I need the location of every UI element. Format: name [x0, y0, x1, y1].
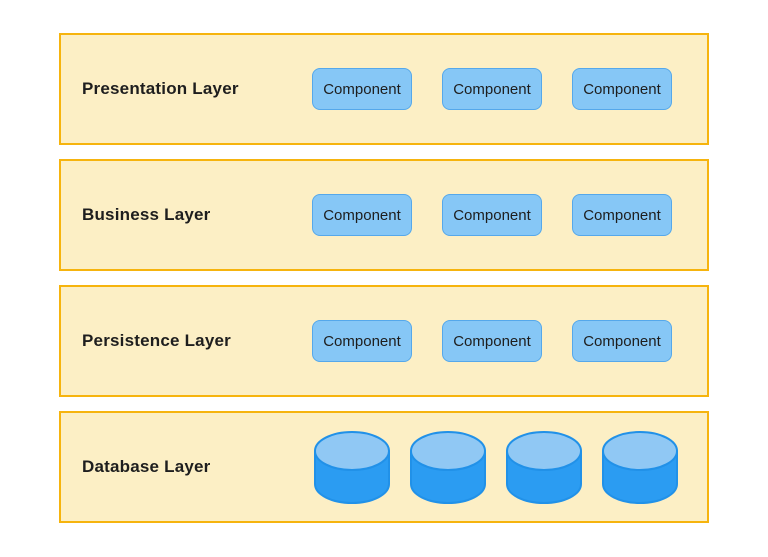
layer-business-components: Component Component Component: [312, 194, 672, 236]
component-box: Component: [312, 320, 412, 362]
layer-database-title: Database Layer: [82, 457, 211, 476]
layer-presentation: Presentation Layer Component Component C…: [59, 33, 709, 145]
layer-presentation-components: Component Component Component: [312, 68, 672, 110]
layer-business: Business Layer Component Component Compo…: [59, 159, 709, 271]
database-icon: [602, 431, 678, 504]
component-box: Component: [572, 320, 672, 362]
layer-business-title: Business Layer: [82, 205, 211, 224]
component-box: Component: [442, 194, 542, 236]
layer-presentation-title: Presentation Layer: [82, 79, 239, 98]
component-box: Component: [442, 320, 542, 362]
database-icon: [506, 431, 582, 504]
component-box: Component: [312, 68, 412, 110]
component-box: Component: [572, 194, 672, 236]
layer-persistence-title: Persistence Layer: [82, 331, 231, 350]
layer-persistence-components: Component Component Component: [312, 320, 672, 362]
component-box: Component: [442, 68, 542, 110]
layer-database-icons: [312, 429, 680, 505]
database-icon: [314, 431, 390, 504]
component-box: Component: [312, 194, 412, 236]
layer-persistence: Persistence Layer Component Component Co…: [59, 285, 709, 397]
component-box: Component: [572, 68, 672, 110]
database-icon: [410, 431, 486, 504]
layer-database: Database Layer: [59, 411, 709, 523]
